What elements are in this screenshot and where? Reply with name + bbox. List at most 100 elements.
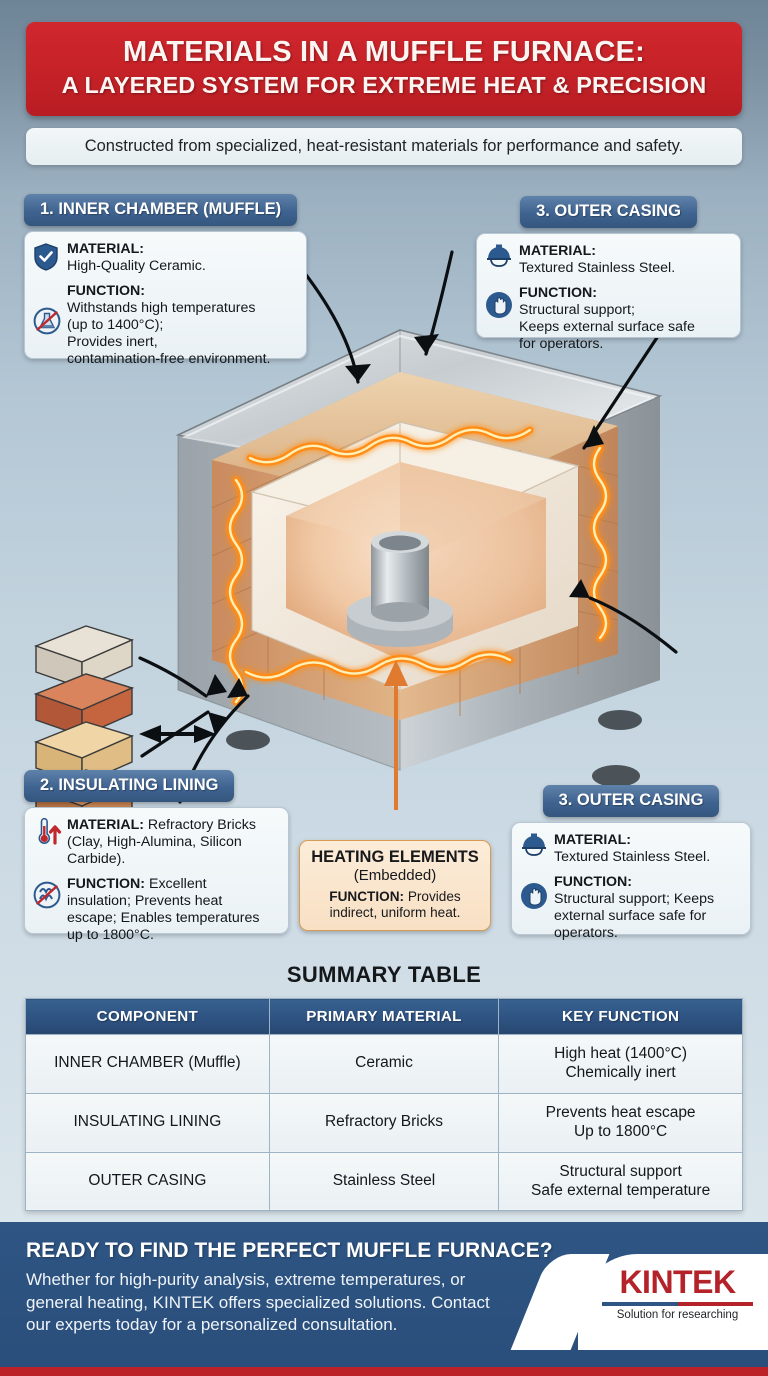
lining-material-l3: Carbide). xyxy=(67,851,126,868)
footer-cta: READY TO FIND THE PERFECT MUFFLE FURNACE… xyxy=(0,1222,768,1376)
summary-table-section: SUMMARY TABLE COMPONENT PRIMARY MATERIAL… xyxy=(0,962,768,1212)
card-outer-casing-bottom: 3. OUTER CASING MATERIAL: Tex xyxy=(511,785,751,941)
row-component: OUTER CASING xyxy=(25,1151,270,1212)
row-function-l1: Structural support xyxy=(559,1162,682,1180)
page-title-line2: A LAYERED SYSTEM FOR EXTREME HEAT & PREC… xyxy=(61,71,707,98)
inner-chamber-material-value: High-Quality Ceramic. xyxy=(67,258,206,275)
row-function-l2: Up to 1800°C xyxy=(573,1122,668,1140)
outer-top-function-l3: for operators. xyxy=(519,336,604,353)
kintek-logo-rule xyxy=(602,1302,753,1306)
kintek-logo-tagline: Solution for researching xyxy=(616,1309,739,1321)
outer-top-material-label: MATERIAL: xyxy=(519,243,596,259)
safety-hand-icon xyxy=(485,291,519,319)
thermometer-up-icon xyxy=(33,817,67,845)
logo-rule-blue xyxy=(602,1302,678,1306)
inner-chamber-function-label: FUNCTION: xyxy=(67,283,146,300)
subtitle-text: Constructed from specialized, heat-resis… xyxy=(84,136,684,155)
cta-body: Whether for high-purity analysis, extrem… xyxy=(26,1269,606,1336)
lining-function-l4: up to 1800°C. xyxy=(67,927,154,944)
kintek-logo-wordmark: KINTEK xyxy=(619,1264,736,1300)
summary-table-title: SUMMARY TABLE xyxy=(286,962,482,987)
shield-check-icon xyxy=(33,243,67,271)
title-banner: MATERIALS IN A MUFFLE FURNACE: A LAYERED… xyxy=(26,22,742,116)
kintek-logo-plate: KINTEK Solution for researching xyxy=(578,1254,768,1350)
cta-body-l1: Whether for high-purity analysis, extrem… xyxy=(26,1270,466,1290)
card-insulating-lining-pill: 2. INSULATING LINING xyxy=(24,770,235,802)
heating-elements-function-l2: indirect, uniform heat. xyxy=(329,905,461,921)
hard-hat-icon xyxy=(520,832,554,856)
row-function-l2: Safe external temperature xyxy=(530,1181,711,1199)
table-row: OUTER CASING Stainless Steel Structural … xyxy=(25,1151,743,1212)
footer-text-block: READY TO FIND THE PERFECT MUFFLE FURNACE… xyxy=(26,1239,606,1336)
lining-function-l1: Excellent xyxy=(148,876,207,893)
page-title-line1: MATERIALS IN A MUFFLE FURNACE: xyxy=(122,36,646,68)
card-outer-casing-bottom-pill: 3. OUTER CASING xyxy=(542,785,720,817)
lining-function-l2: insulation; Prevents heat xyxy=(67,893,223,910)
no-heat-escape-icon xyxy=(33,881,67,909)
heating-elements-title: HEATING ELEMENTS xyxy=(311,848,479,866)
inner-chamber-function-l4: contamination-free environment. xyxy=(67,351,271,368)
row-material: Stainless Steel xyxy=(268,1151,500,1212)
card-inner-chamber: 1. INNER CHAMBER (MUFFLE) MATERIAL: xyxy=(24,194,307,367)
inner-chamber-function-l1: Withstands high temperatures xyxy=(67,300,256,317)
card-insulating-lining-body: MATERIAL: Refractory Bricks (Clay, High-… xyxy=(24,807,289,943)
row-function: Structural support Safe external tempera… xyxy=(498,1151,743,1212)
outer-bottom-material-label: MATERIAL: xyxy=(554,832,631,848)
inner-chamber-material-label: MATERIAL: xyxy=(67,241,144,257)
outer-bottom-function-l1: Structural support; Keeps xyxy=(554,891,715,908)
lining-function-label: FUNCTION: xyxy=(67,876,146,893)
inner-chamber-function-l3: Provides inert, xyxy=(67,334,158,351)
row-function: Prevents heat escape Up to 1800°C xyxy=(498,1092,743,1153)
card-outer-casing-top-pill: 3. OUTER CASING xyxy=(520,196,697,228)
lining-material-l1: Refractory Bricks xyxy=(147,817,256,833)
cta-heading: READY TO FIND THE PERFECT MUFFLE FURNACE… xyxy=(26,1239,553,1262)
lining-material-l2: (Clay, High-Alumina, Silicon xyxy=(67,834,242,851)
row-component: INSULATING LINING xyxy=(25,1092,270,1153)
outer-top-function-l1: Structural support; xyxy=(519,302,635,319)
outer-bottom-function-label: FUNCTION: xyxy=(554,874,633,891)
row-function-l1: High heat (1400°C) xyxy=(554,1045,688,1062)
outer-top-function-l2: Keeps external surface safe xyxy=(519,319,695,336)
table-header-primary-material: PRIMARY MATERIAL xyxy=(268,998,500,1035)
card-outer-casing-top-body: MATERIAL: Textured Stainless Steel. FUNC… xyxy=(476,233,741,352)
row-function-l1: Prevents heat escape xyxy=(545,1103,696,1121)
heating-elements-function-label: FUNCTION: xyxy=(329,889,405,905)
cta-body-l2: general heating, KINTEK offers specializ… xyxy=(26,1292,490,1312)
outer-top-function-label: FUNCTION: xyxy=(519,285,598,302)
outer-top-material-value: Textured Stainless Steel. xyxy=(519,260,676,277)
row-material: Ceramic xyxy=(268,1034,500,1094)
outer-bottom-function-l2: external surface safe for xyxy=(554,908,707,925)
summary-table: COMPONENT PRIMARY MATERIAL KEY FUNCTION … xyxy=(25,998,743,1212)
hard-hat-icon xyxy=(485,243,519,267)
card-outer-casing-bottom-body: MATERIAL: Textured Stainless Steel. FUNC… xyxy=(511,822,751,941)
heating-elements-function-l1: Provides xyxy=(407,889,461,905)
table-row: INSULATING LINING Refractory Bricks Prev… xyxy=(25,1092,743,1153)
card-heating-elements: HEATING ELEMENTS (Embedded) FUNCTION: Pr… xyxy=(299,840,491,932)
table-row: INNER CHAMBER (Muffle) Ceramic High heat… xyxy=(25,1034,743,1094)
lining-material-label: MATERIAL: xyxy=(67,817,144,833)
table-header-component: COMPONENT xyxy=(25,998,270,1035)
table-header-row: COMPONENT PRIMARY MATERIAL KEY FUNCTION xyxy=(25,998,743,1035)
row-material: Refractory Bricks xyxy=(268,1092,500,1153)
row-function: High heat (1400°C) Chemically inert xyxy=(498,1034,743,1094)
cta-body-l3: our experts today for a personalized con… xyxy=(26,1314,398,1334)
card-inner-chamber-pill: 1. INNER CHAMBER (MUFFLE) xyxy=(24,194,298,226)
footer-red-strip xyxy=(0,1367,768,1376)
row-component: INNER CHAMBER (Muffle) xyxy=(25,1034,270,1094)
row-function-l2: Chemically inert xyxy=(565,1063,676,1081)
safety-hand-icon xyxy=(520,882,554,910)
card-insulating-lining: 2. INSULATING LINING xyxy=(24,770,289,943)
card-outer-casing-top: 3. OUTER CASING MATERIAL: Tex xyxy=(476,196,741,352)
inner-chamber-function-l2: (up to 1400°C); xyxy=(67,317,164,334)
no-contamination-flask-icon xyxy=(33,307,67,335)
lining-function-l3: escape; Enables temperatures xyxy=(67,910,260,927)
outer-bottom-material-value: Textured Stainless Steel. xyxy=(554,849,711,866)
subtitle-bar: Constructed from specialized, heat-resis… xyxy=(26,127,742,165)
card-inner-chamber-body: MATERIAL: High-Quality Ceramic. FUNCTION… xyxy=(24,231,307,367)
header: MATERIALS IN A MUFFLE FURNACE: A LAYERED… xyxy=(0,0,768,165)
muffle-furnace-cutaway-illustration xyxy=(0,160,768,882)
heating-elements-subtitle: (Embedded) xyxy=(353,867,437,885)
outer-bottom-function-l3: operators. xyxy=(554,925,618,942)
table-header-key-function: KEY FUNCTION xyxy=(498,998,743,1035)
logo-rule-red xyxy=(677,1302,753,1306)
